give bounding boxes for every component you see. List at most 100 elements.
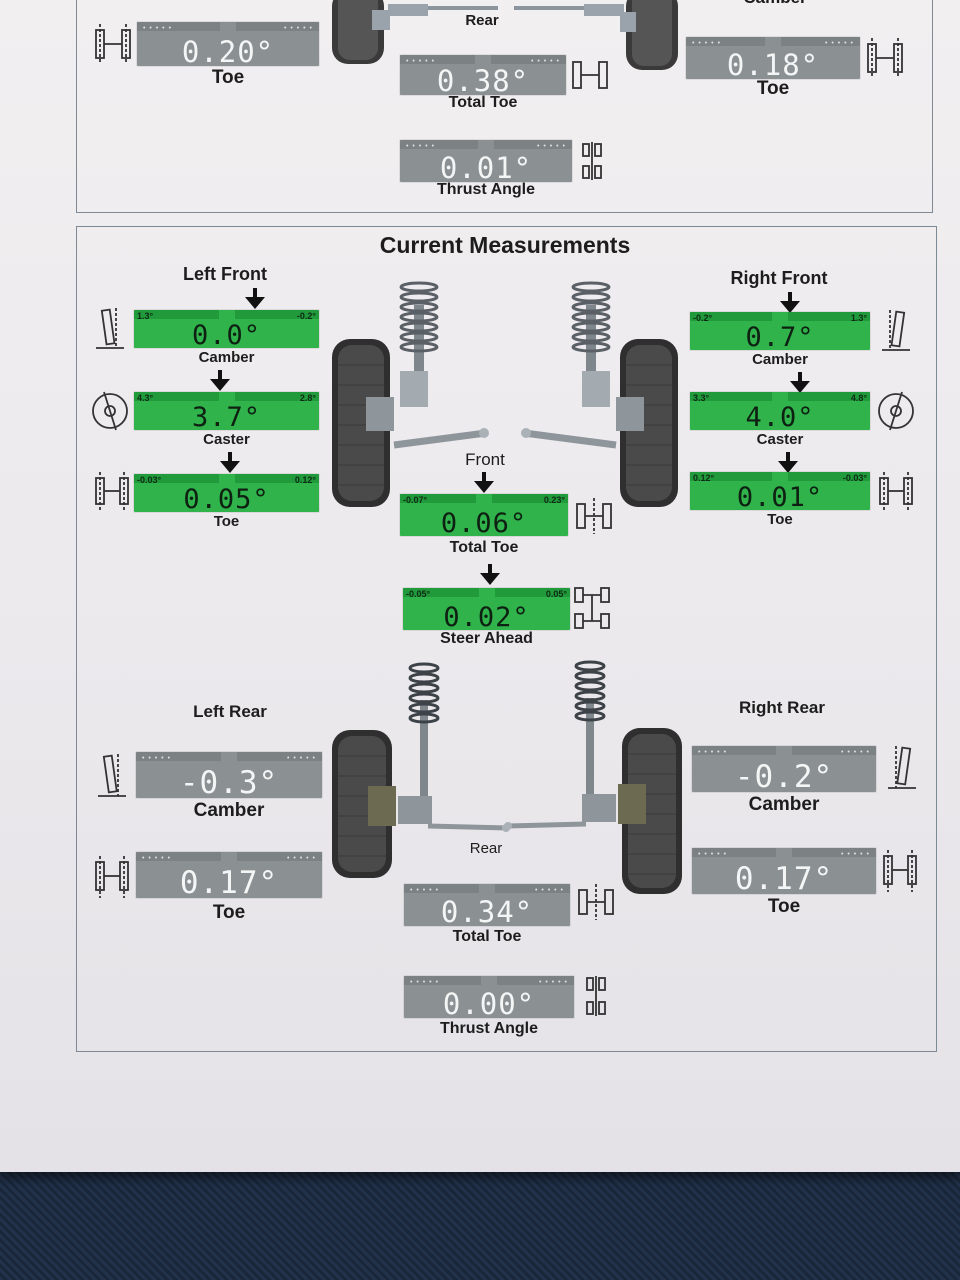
camber-indicator-icon [96,308,124,349]
right-front-toe-max: -0.03° [842,473,867,483]
left-front-caster-min: 4.3° [137,393,154,403]
axle-toe-icon [578,884,614,920]
front-left-wheel-suspension-image [332,281,489,507]
right-rear-camber-gauge: • • • • •• • • • • -0.2° [692,746,876,792]
right-front-toe-gauge: 0.12° -0.03° 0.01° [690,472,870,510]
right-rear-camber-label: Camber [748,794,820,815]
right-front-caster-label: Caster [756,431,804,448]
prev-right-toe-value: 0.18° [726,48,820,79]
front-total-toe-arrow [482,472,486,482]
thrust-angle-icon [582,142,602,180]
left-front-toe-arrow-head [220,461,240,473]
toe-indicator-icon [883,850,917,892]
right-front-camber-gauge: -0.2° 1.3° 0.7° [690,312,870,350]
right-rear-toe-label: Toe [767,896,801,917]
camber-indicator-icon [888,746,916,789]
rear-label: Rear [469,840,503,857]
front-total-toe-arrow-head [474,481,494,493]
current-measurements-title: Current Measurements [379,232,631,258]
left-front-camber-value: 0.0° [191,320,262,348]
left-front-camber-arrow [253,288,257,298]
prev-thrust-angle-gauge: • • • • •• • • • • 0.01° [400,140,572,182]
prev-thrust-angle-value: 0.01° [439,151,533,182]
front-total-toe-max: 0.23° [543,495,565,505]
right-front-toe-value: 0.01° [736,482,824,510]
left-front-toe-gauge: -0.03° 0.12° 0.05° [134,474,319,512]
right-front-caster-arrow-head [790,381,810,393]
toe-indicator-icon [867,38,903,78]
printout-page: Rear Camber • • • • •• • • • • 0.20° Toe… [0,0,960,1172]
prev-total-toe-value: 0.38° [436,64,530,95]
left-front-caster-arrow [218,370,222,380]
steer-ahead-max: 0.05° [545,589,567,599]
right-front-camber-min: -0.2° [693,313,713,323]
left-front-toe-max: 0.12° [294,475,316,485]
front-total-toe-label: Total Toe [449,539,519,556]
right-front-camber-arrow-head [780,301,800,313]
right-front-heading: Right Front [730,268,828,288]
previous-panel [76,0,933,213]
right-front-toe-min: 0.12° [693,473,715,483]
thrust-angle-value: 0.00° [442,987,536,1018]
rear-right-wheel-suspension-image [504,660,682,894]
right-front-caster-max: 4.8° [850,393,867,403]
front-right-wheel-suspension-image [521,281,678,507]
steer-ahead-min: -0.05° [406,589,431,599]
right-front-toe-label: Toe [767,511,793,528]
left-rear-camber-gauge: • • • • •• • • • • -0.3° [136,752,322,798]
steer-ahead-arrow [488,564,492,574]
left-front-toe-value: 0.05° [183,484,270,512]
left-front-heading: Left Front [183,264,267,284]
steer-ahead-value: 0.02° [443,602,530,630]
toe-indicator-icon [95,472,129,510]
left-front-caster-label: Caster [203,431,250,448]
rear-total-toe-value: 0.34° [440,895,534,926]
left-rear-heading: Left Rear [193,702,267,721]
caster-indicator-icon [92,391,128,431]
rear-wheel-left-image [332,0,390,64]
fabric-background [0,1160,960,1280]
prev-total-toe-label: Total Toe [448,94,518,111]
left-rear-toe-value: 0.17° [179,865,279,898]
steer-ahead-label: Steer Ahead [440,630,533,647]
left-front-caster-gauge: 4.3° 2.8° 3.7° [134,392,319,430]
front-total-toe-gauge: -0.07° 0.23° 0.06° [400,494,568,536]
prev-left-toe-value: 0.20° [181,35,275,66]
right-rear-toe-value: 0.17° [734,861,834,894]
prev-rear-label: Rear [465,12,499,29]
left-front-toe-arrow [228,452,232,462]
prev-right-toe-gauge: • • • • •• • • • • 0.18° [686,37,860,79]
prev-right-toe-label: Toe [756,78,790,99]
left-front-toe-label: Toe [213,513,240,530]
steer-ahead-arrow-head [480,573,500,585]
left-rear-toe-label: Toe [212,902,246,923]
right-rear-heading: Right Rear [739,698,825,717]
right-front-caster-arrow [798,372,802,382]
toe-indicator-icon [95,856,129,898]
right-front-camber-arrow [788,292,792,302]
axle-toe-icon [576,498,612,534]
left-rear-camber-label: Camber [193,800,265,821]
steer-ahead-icon [574,587,610,629]
caster-indicator-icon [878,391,914,431]
steer-ahead-gauge: -0.05° 0.05° 0.02° [403,588,570,630]
left-front-camber-gauge: 1.3° -0.2° 0.0° [134,310,319,348]
right-front-camber-label: Camber [752,351,808,368]
right-front-toe-arrow [786,452,790,462]
camber-indicator-icon [98,754,126,797]
thrust-angle-label: Thrust Angle [439,1020,539,1037]
right-front-camber-max: 1.3° [850,313,867,323]
right-front-caster-gauge: 3.3° 4.8° 4.0° [690,392,870,430]
right-front-caster-min: 3.3° [693,393,710,403]
left-rear-camber-value: -0.3° [179,765,279,798]
left-front-toe-min: -0.03° [137,475,162,485]
thrust-angle-gauge: • • • • •• • • • • 0.00° [404,976,574,1018]
left-front-caster-arrow-head [210,379,230,391]
front-label: Front [465,450,505,469]
left-rear-toe-gauge: • • • • •• • • • • 0.17° [136,852,322,898]
toe-indicator-icon [879,472,913,510]
right-front-toe-arrow-head [778,461,798,473]
front-total-toe-value: 0.06° [440,508,528,536]
prev-left-toe-gauge: • • • • •• • • • • 0.20° [137,22,319,66]
prev-total-toe-gauge: • • • • •• • • • • 0.38° [400,55,566,95]
